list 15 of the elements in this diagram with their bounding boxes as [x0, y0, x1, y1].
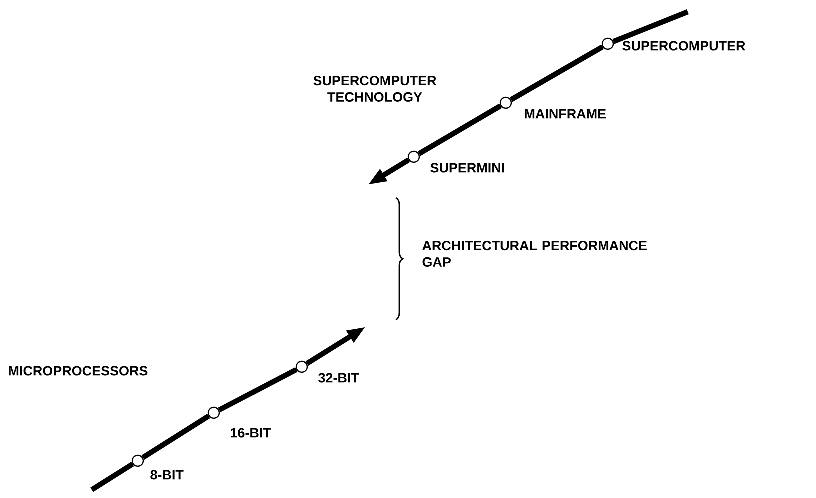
node-label: SUPERMINI — [430, 163, 504, 173]
node-label: SUPERCOMPUTER — [622, 41, 746, 51]
label-text: SUPERCOMPUTER TECHNOLOGY — [314, 76, 436, 102]
node-label: 32-BIT — [318, 373, 360, 383]
station-circle — [602, 38, 614, 50]
node-label: MAINFRAME — [525, 109, 606, 119]
node-label: 8-BIT — [150, 470, 184, 480]
station-circle — [500, 96, 512, 110]
station-circle — [296, 360, 308, 374]
station-circle — [208, 406, 220, 420]
label-text: MICROPROCESSORS — [9, 366, 148, 376]
station-circle — [408, 150, 420, 164]
station-circle — [132, 454, 144, 468]
label-text: ARCHITECTURAL PERFORMANCE GAP — [422, 241, 647, 267]
node-label: 16-BIT — [231, 428, 272, 438]
